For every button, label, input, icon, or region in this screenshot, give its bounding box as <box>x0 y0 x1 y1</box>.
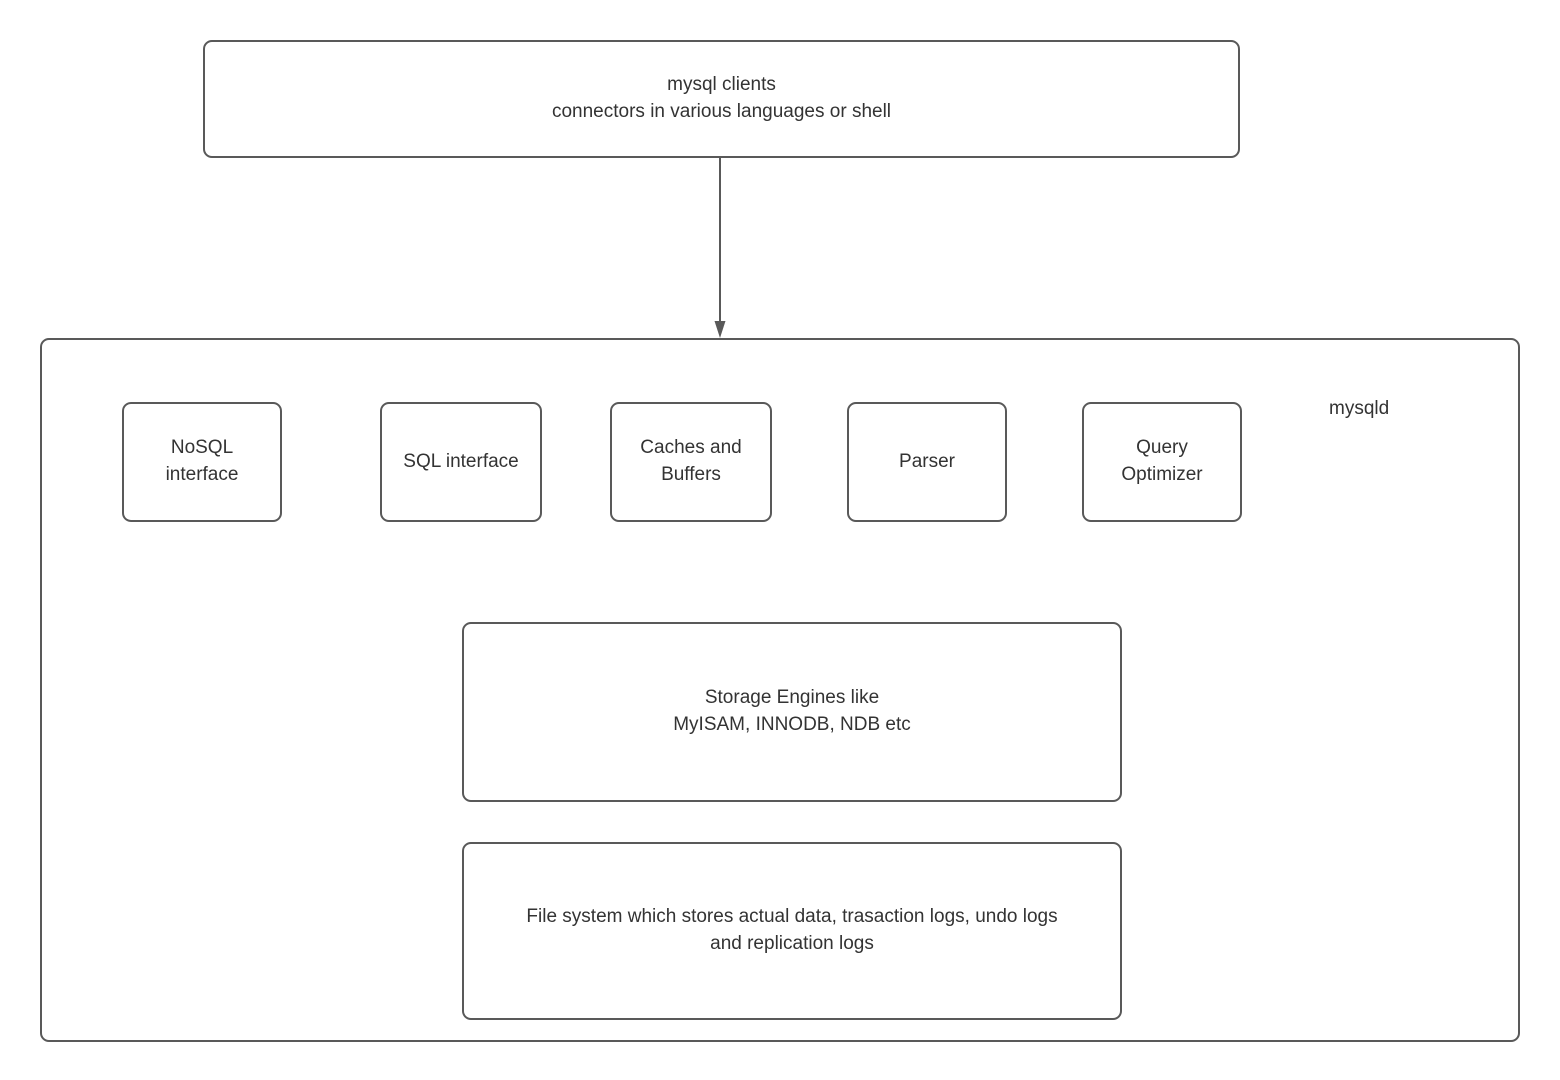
query-optimizer-label: Query Optimizer <box>1121 437 1203 485</box>
caches-buffers-box[interactable]: Caches and Buffers <box>610 402 772 522</box>
mysql-clients-box[interactable]: mysql clients connectors in various lang… <box>203 40 1240 158</box>
caches-buffers-label: Caches and Buffers <box>640 437 742 485</box>
mysql-clients-label: mysql clients connectors in various lang… <box>551 74 892 122</box>
storage-engines-label: Storage Engines like MyISAM, INNODB, NDB… <box>673 687 911 735</box>
parser-box[interactable]: Parser <box>847 402 1007 522</box>
filesystem-box[interactable]: File system which stores actual data, tr… <box>462 842 1122 1020</box>
clients-to-mysqld-arrow <box>714 158 726 338</box>
parser-label: Parser <box>899 450 955 472</box>
mysqld-label: mysqld <box>1329 398 1390 419</box>
query-optimizer-box[interactable]: Query Optimizer <box>1082 402 1242 522</box>
storage-engines-box[interactable]: Storage Engines like MyISAM, INNODB, NDB… <box>462 622 1122 802</box>
nosql-interface-label: NoSQL interface <box>165 437 239 485</box>
sql-interface-box[interactable]: SQL interface <box>380 402 542 522</box>
sql-interface-label: SQL interface <box>403 450 519 472</box>
mysqld-box[interactable]: mysqld NoSQL interface SQL interface Cac… <box>40 338 1520 1042</box>
nosql-interface-box[interactable]: NoSQL interface <box>122 402 282 522</box>
filesystem-label: File system which stores actual data, tr… <box>526 906 1058 954</box>
